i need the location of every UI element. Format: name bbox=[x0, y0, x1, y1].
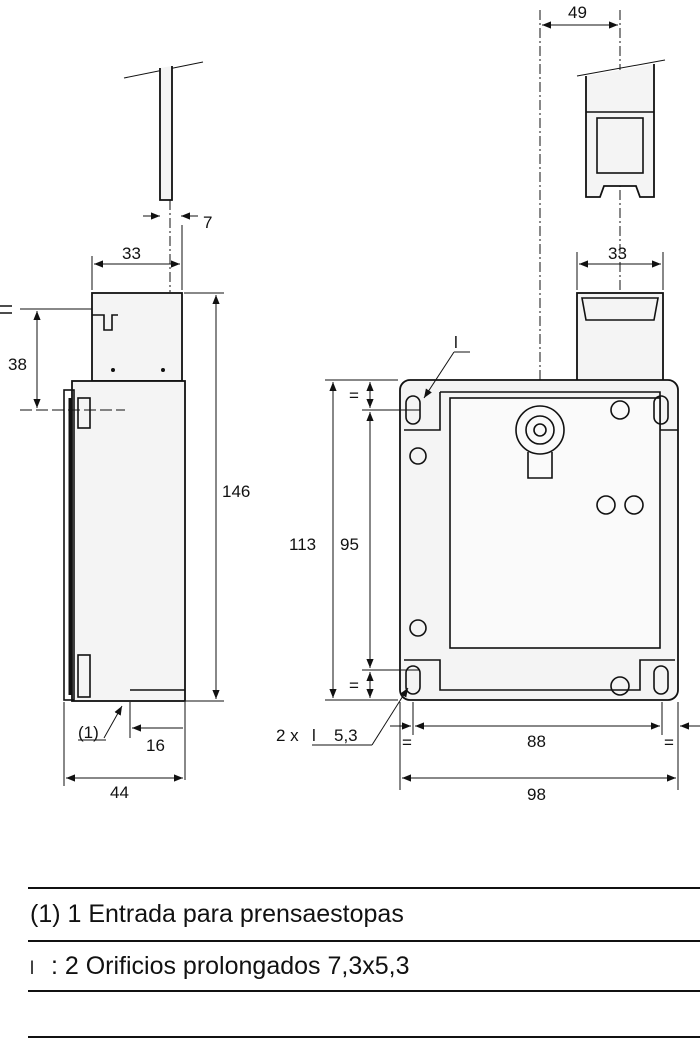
dim-95-label: 95 bbox=[340, 535, 359, 554]
dim-49-label: 49 bbox=[568, 3, 587, 22]
dim-98-label: 98 bbox=[527, 785, 546, 804]
actuator-key-front bbox=[576, 59, 666, 198]
dim-7: 7 bbox=[143, 212, 212, 232]
dim-33-right-label: 33 bbox=[608, 244, 627, 263]
callout-1-label: (1) bbox=[78, 723, 99, 742]
dim-113-label: 113 bbox=[289, 535, 316, 554]
side-view: 7 33 38 146 16 bbox=[0, 61, 250, 802]
dim-146: 146 bbox=[184, 292, 250, 702]
actuator-key-side bbox=[123, 61, 204, 201]
legend-rule-4 bbox=[28, 1036, 700, 1038]
switch-head-front bbox=[576, 292, 664, 382]
hole-symbol-callout: l bbox=[423, 333, 470, 399]
dim-16-label: 16 bbox=[146, 736, 165, 755]
legend-rule-2 bbox=[28, 940, 700, 942]
callout-1: (1) bbox=[78, 705, 123, 742]
eq-bottom: = bbox=[349, 676, 359, 695]
legend-rule-3 bbox=[28, 990, 700, 992]
dim-88-label: 88 bbox=[527, 732, 546, 751]
dim-38: 38 bbox=[0, 305, 125, 411]
front-view: 49 33 bbox=[276, 3, 700, 804]
switch-body-side bbox=[63, 380, 186, 702]
hole-callout: 2 x l 5,3 bbox=[276, 687, 409, 746]
legend-rule-1 bbox=[28, 887, 700, 889]
dim-98: 98 bbox=[402, 774, 676, 804]
hole-callout-count: 2 x bbox=[276, 726, 299, 745]
switch-head-side bbox=[91, 200, 183, 382]
hole-callout-symbol: l bbox=[312, 726, 316, 745]
hole-callout-size: 5,3 bbox=[334, 726, 358, 745]
dim-7-label: 7 bbox=[203, 213, 212, 232]
eq-left: = bbox=[402, 733, 412, 752]
legend-row-2-text: : 2 Orificios prolongados 7,3x5,3 bbox=[50, 952, 410, 980]
legend-row-1: (1) 1 Entrada para prensaestopas bbox=[30, 900, 404, 928]
dim-113: 113 bbox=[289, 379, 398, 701]
eq-right: = bbox=[664, 733, 674, 752]
legend-hole-symbol: l bbox=[30, 958, 34, 978]
dim-38-label: 38 bbox=[8, 355, 27, 374]
hole-symbol-top: l bbox=[454, 333, 458, 352]
dim-49: 49 bbox=[542, 3, 618, 29]
dim-88: 88 = = bbox=[390, 702, 700, 790]
dim-16: 16 bbox=[129, 702, 186, 780]
eq-top: = bbox=[349, 386, 359, 405]
dim-146-label: 146 bbox=[222, 482, 250, 501]
dim-33-left-label: 33 bbox=[122, 244, 141, 263]
legend-row-2: l : 2 Orificios prolongados 7,3x5,3 bbox=[30, 952, 410, 981]
switch-body-front bbox=[399, 379, 679, 701]
dim-33-right: 33 bbox=[576, 244, 664, 290]
dim-33-left: 33 bbox=[91, 225, 183, 290]
dim-44-label: 44 bbox=[110, 783, 129, 802]
dim-44: 44 bbox=[63, 702, 183, 802]
dim-95: 95 = = bbox=[340, 382, 420, 698]
technical-drawing: 7 33 38 146 16 bbox=[0, 3, 700, 804]
